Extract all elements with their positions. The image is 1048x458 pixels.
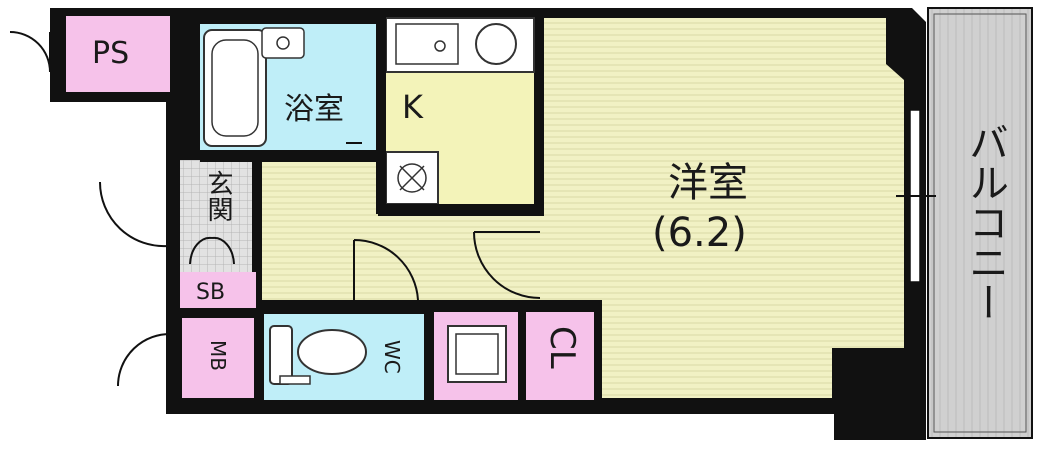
ps-label: PS xyxy=(92,36,130,71)
balcony-label: バルコニー xyxy=(962,122,1008,322)
wc-label: WC xyxy=(380,340,404,374)
shoe-box-label: SB xyxy=(196,280,226,305)
meter-box-label: MB xyxy=(206,340,230,371)
entrance-label: 玄関 xyxy=(203,170,233,222)
bathroom-label: 浴室 xyxy=(284,92,344,127)
ps-space xyxy=(66,16,170,92)
toilet-room xyxy=(264,314,424,400)
bathroom xyxy=(200,24,376,150)
kitchen xyxy=(385,17,535,205)
meter-box xyxy=(182,318,254,398)
closet xyxy=(526,312,594,400)
balcony xyxy=(927,7,1033,439)
western-room-size: (6.2) xyxy=(652,210,747,256)
kitchen-label: K xyxy=(402,88,423,126)
interior-walls xyxy=(172,16,602,404)
western-room xyxy=(544,18,904,398)
western-room-label: 洋室 xyxy=(668,160,748,206)
shoe-box xyxy=(180,272,256,312)
hallway xyxy=(262,162,544,300)
balcony-window xyxy=(896,109,936,283)
washer-space xyxy=(434,312,520,400)
closet-label: CL xyxy=(542,326,582,369)
doors xyxy=(9,31,541,387)
